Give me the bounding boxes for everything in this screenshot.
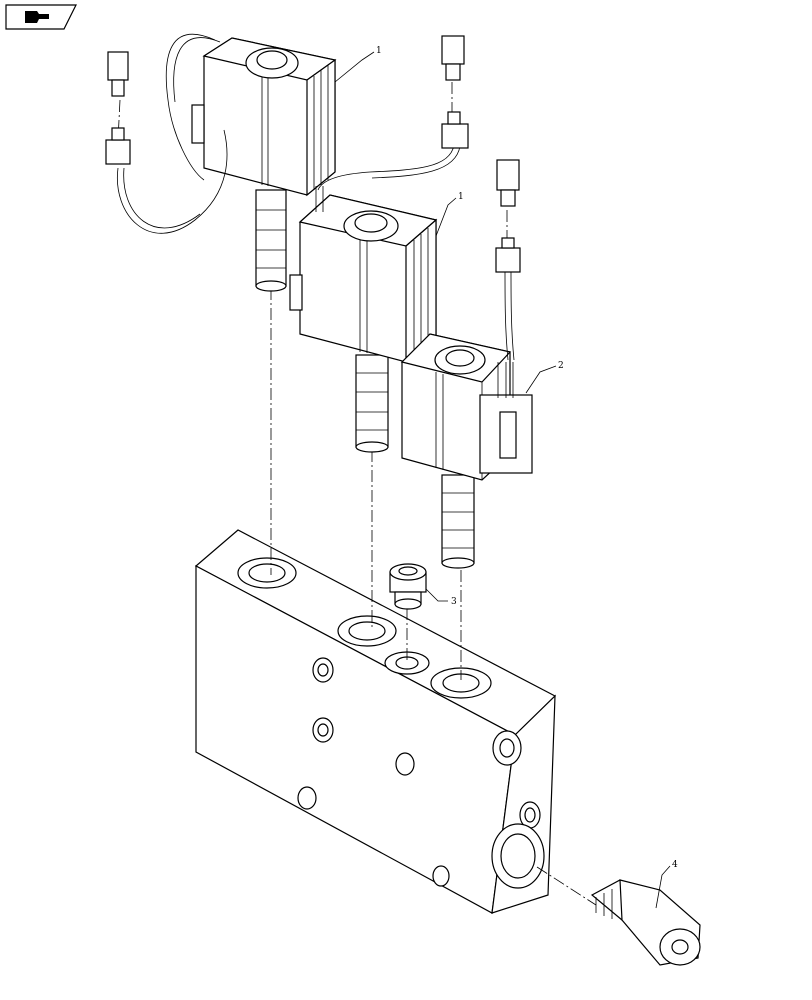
- next-page-arrow-icon: [5, 4, 77, 30]
- solenoid-valve-1b: [289, 186, 438, 453]
- solenoid-valve-1a: [191, 37, 337, 292]
- callout-1b: 1: [458, 192, 464, 202]
- fitting-3: [389, 563, 427, 610]
- wire-harness-connectors: [105, 33, 521, 361]
- callout-3: 3: [451, 597, 457, 607]
- next-page-button[interactable]: [5, 4, 77, 30]
- callout-2: 2: [558, 361, 564, 371]
- relief-cartridge-4: [590, 879, 701, 966]
- solenoid-valve-2: [400, 333, 533, 569]
- valve-manifold-block: [194, 529, 557, 914]
- callout-4: 4: [672, 860, 678, 870]
- callout-1a: 1: [376, 46, 382, 56]
- callout-leaders: [334, 51, 671, 909]
